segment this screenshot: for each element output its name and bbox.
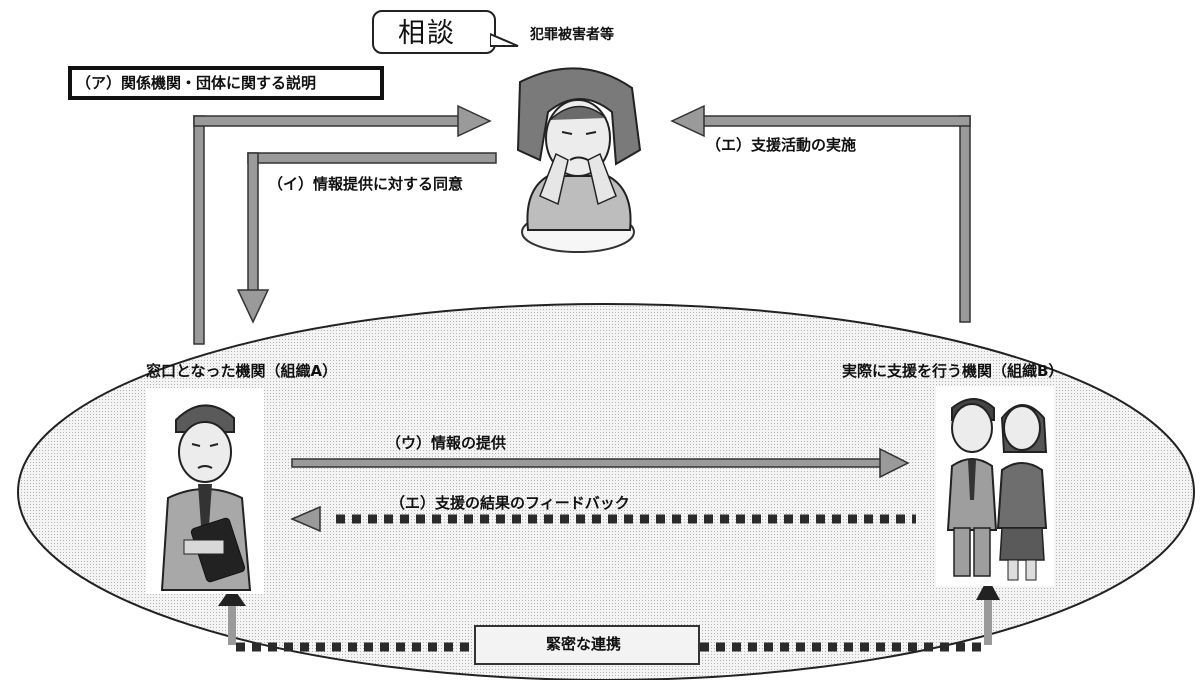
- org-b-label: 実際に支援を行う機関（組織B）: [842, 362, 1064, 380]
- step-e-feedback-label: （エ）支援の結果のフィードバック: [390, 494, 630, 512]
- organization-oval: [17, 303, 1195, 680]
- cooperation-line: [218, 578, 1000, 652]
- step-a-label: （ア）関係機関・団体に関する説明: [76, 74, 317, 92]
- arrow-explanation: [193, 104, 492, 345]
- step-e-support-label: （エ）支援活動の実施: [706, 136, 857, 154]
- arrow-consent: [236, 152, 497, 324]
- arrow-feedback: [290, 505, 916, 533]
- cooperation-label: 緊密な連携: [546, 635, 622, 653]
- step-u-label: （ウ）情報の提供: [386, 434, 507, 452]
- bubble-tail: [490, 32, 519, 47]
- org-a-label: 窓口となった機関（組織A）: [146, 362, 338, 380]
- explanation-box: [68, 66, 384, 100]
- consultation-bubble: [372, 10, 496, 54]
- arrow-support-activity: [670, 104, 971, 323]
- victim-figure: [516, 67, 642, 253]
- cooperation-box: [474, 625, 700, 665]
- staff-figures: [936, 386, 1054, 586]
- step-i-label: （イ）情報提供に対する同意: [268, 175, 464, 193]
- victim-label: 犯罪被害者等: [530, 27, 614, 43]
- arrow-info-provision: [291, 447, 910, 479]
- consultation-label: 相談: [398, 18, 456, 49]
- officer-figure: [146, 388, 264, 594]
